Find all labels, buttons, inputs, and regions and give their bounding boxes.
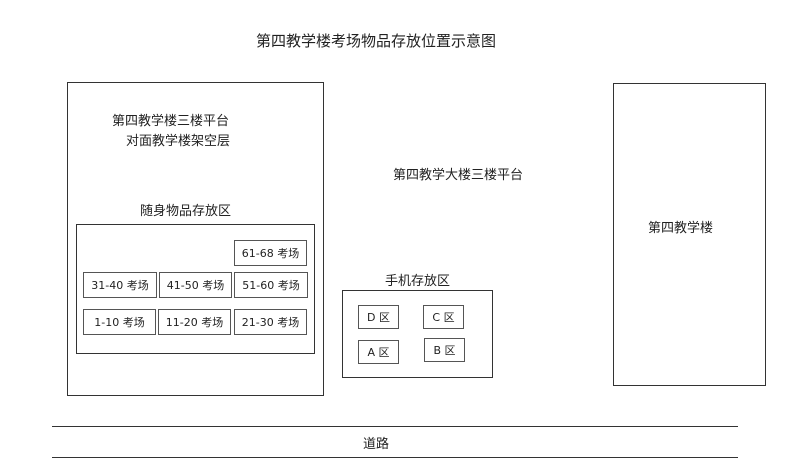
right-building [613, 83, 766, 386]
zone-box: B 区 [424, 338, 465, 362]
room-box: 31-40 考场 [83, 272, 157, 298]
room-box: 11-20 考场 [158, 309, 231, 335]
phone-area [342, 290, 493, 378]
right-building-label: 第四教学楼 [648, 221, 714, 236]
room-box: 1-10 考场 [83, 309, 156, 335]
room-box: 51-60 考场 [234, 272, 308, 298]
zone-box: C 区 [423, 305, 464, 329]
center-label: 第四教学大楼三楼平台 [393, 168, 524, 183]
belongings-area [76, 224, 315, 354]
room-box: 21-30 考场 [234, 309, 307, 335]
left-building-line1: 第四教学楼三楼平台 [112, 114, 230, 129]
zone-box: A 区 [358, 340, 399, 364]
road-bottom-edge [52, 457, 738, 458]
road-label: 道路 [363, 437, 390, 452]
zone-box: D 区 [358, 305, 399, 329]
road-top-edge [52, 426, 738, 427]
left-building-line2: 对面教学楼架空层 [126, 134, 231, 149]
belongings-area-label: 随身物品存放区 [140, 204, 232, 219]
left-building [67, 82, 324, 396]
room-box: 41-50 考场 [159, 272, 232, 298]
phone-area-label: 手机存放区 [385, 274, 451, 289]
page-title: 第四教学楼考场物品存放位置示意图 [256, 32, 497, 50]
room-box: 61-68 考场 [234, 240, 307, 266]
